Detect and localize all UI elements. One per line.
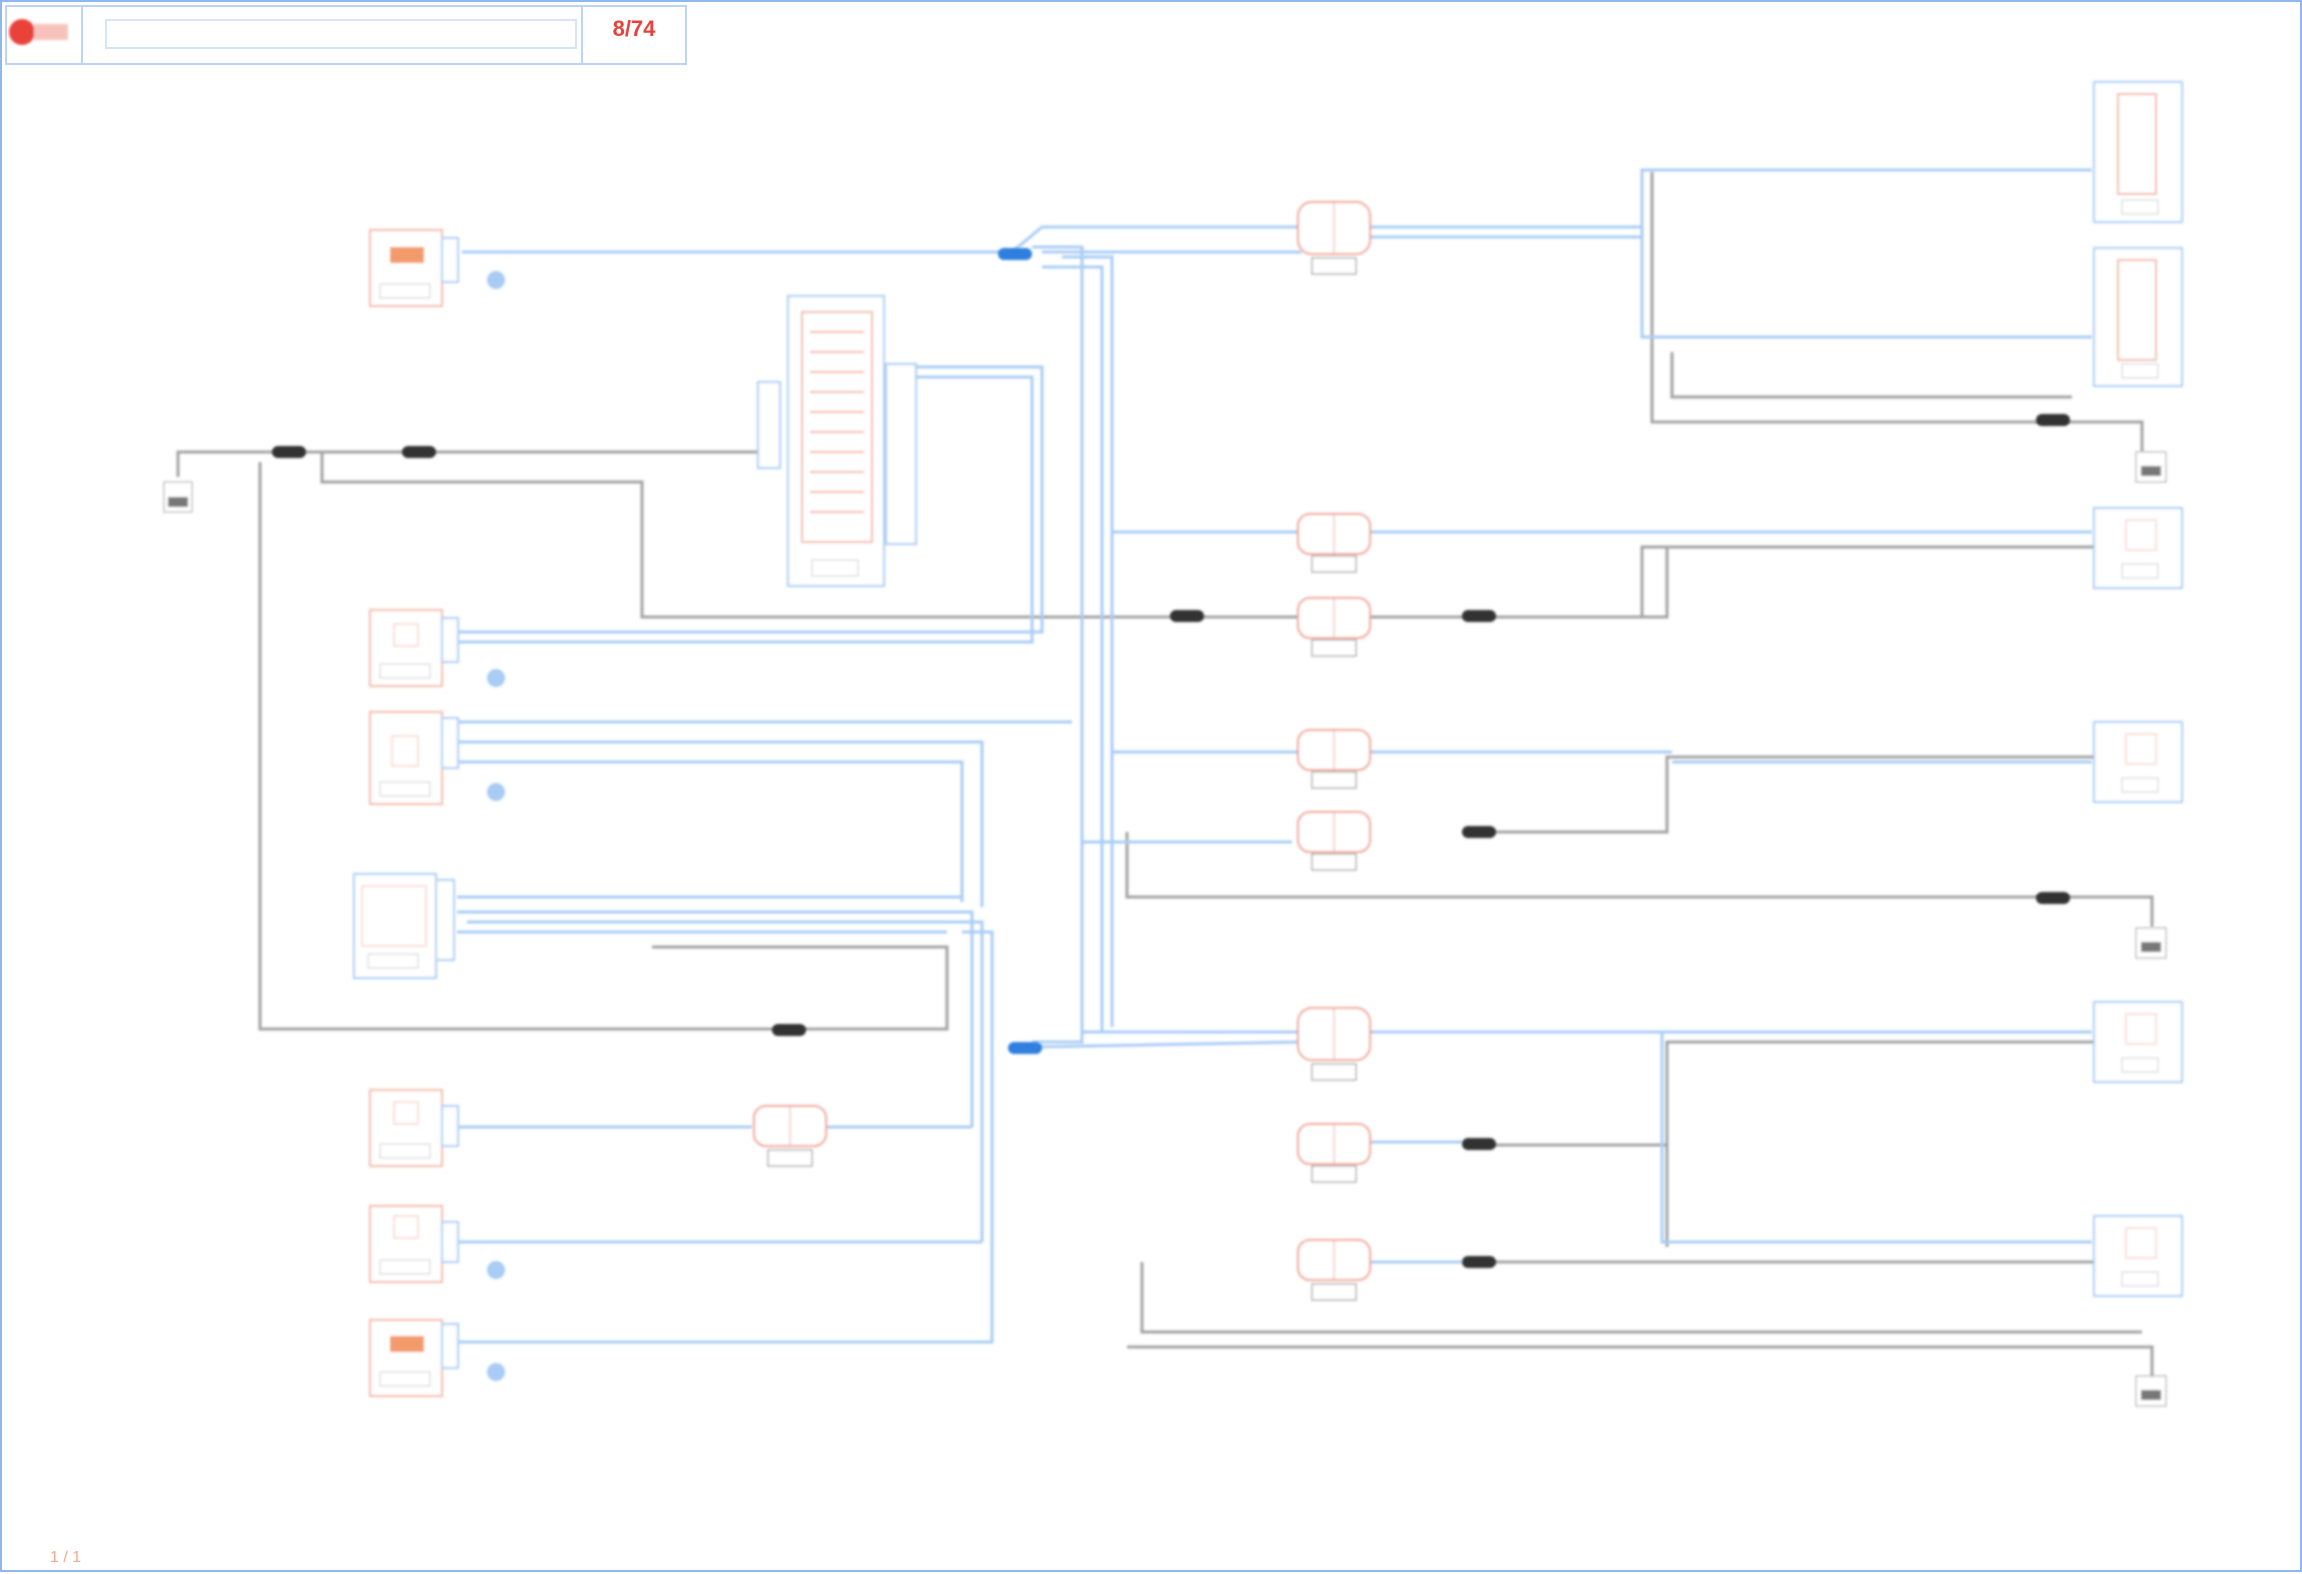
splice-dark-9	[1462, 1138, 1496, 1150]
connector-c8	[1297, 1239, 1371, 1301]
connector-c4	[1297, 729, 1371, 789]
ground-point-right-1	[2135, 451, 2167, 483]
ground-point-right-2	[2135, 927, 2167, 959]
splice-dark-2	[402, 446, 436, 458]
control-unit-left	[353, 873, 455, 979]
splice-dark-5	[1462, 826, 1496, 838]
lamp-unit-3	[2093, 507, 2183, 589]
connector-c3	[1297, 597, 1371, 657]
relay-module-2	[369, 1319, 505, 1397]
components-right	[2093, 81, 2183, 1407]
lamp-unit-1	[2093, 81, 2183, 223]
splice-dark-8	[772, 1024, 806, 1036]
splice-dark-7	[2036, 414, 2070, 426]
sensor-module-4	[369, 1205, 505, 1283]
inline-connectors	[753, 201, 1371, 1301]
wiring-layer	[176, 168, 2154, 1392]
components-left	[163, 229, 505, 1397]
connector-c1	[1297, 201, 1371, 275]
splice-blue-1	[998, 248, 1032, 260]
lamp-unit-4	[2093, 721, 2183, 803]
sensor-module-3	[369, 1089, 459, 1167]
warning-indicator-icon	[9, 19, 68, 45]
ground-point-left	[163, 481, 193, 513]
splice-dark-3	[1170, 610, 1204, 622]
ground-wires	[176, 172, 2154, 1392]
connector-c5	[1297, 811, 1371, 871]
lamp-unit-5	[2093, 1001, 2183, 1083]
page-reference: 1 / 1	[50, 1549, 81, 1566]
splice-dark-6	[2036, 892, 2070, 904]
splice-dark-4	[1462, 610, 1496, 622]
diagram-code: 8/74	[613, 16, 657, 41]
title-block: 8/74	[5, 5, 687, 65]
sensor-module-2	[369, 711, 505, 805]
connector-c2	[1297, 513, 1371, 573]
splice-dark-1	[272, 446, 306, 458]
sensor-module-1	[369, 609, 505, 687]
relay-module-1	[369, 229, 505, 307]
lamp-unit-2	[2093, 247, 2183, 387]
connector-c7	[1297, 1123, 1371, 1183]
lamp-unit-6	[2093, 1215, 2183, 1297]
central-controller	[757, 295, 917, 587]
splice-dark-10	[1462, 1256, 1496, 1268]
splice-blue-2	[1008, 1042, 1042, 1054]
signal-wires	[457, 168, 2092, 1344]
connector-c6	[1297, 1007, 1371, 1081]
splices	[272, 248, 2070, 1268]
connector-c9	[753, 1105, 827, 1167]
ground-point-right-3	[2135, 1375, 2167, 1407]
